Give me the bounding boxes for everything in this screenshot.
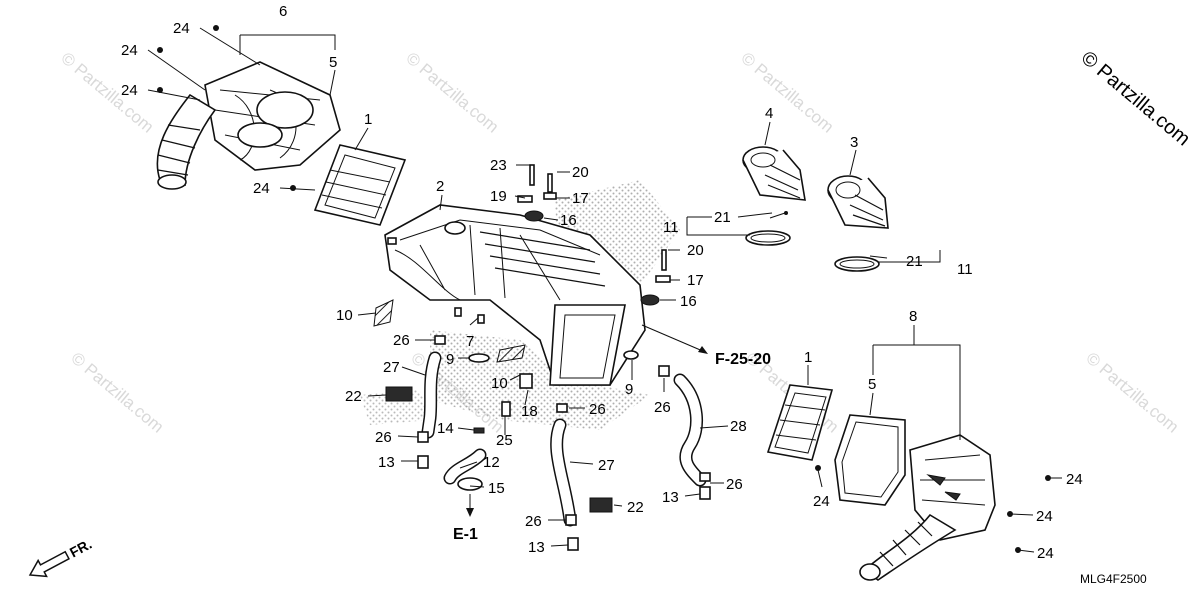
label-26-f: 26 <box>726 476 743 493</box>
label-28: 28 <box>730 418 747 435</box>
label-15: 15 <box>488 480 505 497</box>
small-parts <box>157 25 1051 553</box>
label-27-mid: 27 <box>598 457 615 474</box>
label-10-mid: 10 <box>491 375 508 392</box>
label-26-c: 26 <box>375 429 392 446</box>
watermark-3: © Partzilla.com <box>737 49 837 137</box>
label-5-left: 5 <box>329 54 337 71</box>
watermark-4: © Partzilla.com <box>67 349 167 437</box>
label-9-right: 9 <box>625 381 633 398</box>
label-17-mid: 17 <box>687 272 704 289</box>
label-24-left-1: 24 <box>121 42 138 59</box>
label-20-top: 20 <box>572 164 589 181</box>
right-gasket <box>834 414 906 506</box>
ref-e-1: E-1 <box>453 526 478 543</box>
label-24-right-4: 24 <box>1037 545 1054 562</box>
label-3: 3 <box>850 134 858 151</box>
watermark-2: © Partzilla.com <box>402 49 502 137</box>
label-11-top: 11 <box>663 219 679 236</box>
band-clamps <box>745 211 888 272</box>
label-24-top: 24 <box>173 20 190 37</box>
label-11-right: 11 <box>957 261 973 278</box>
leader-lines <box>147 27 1062 553</box>
main-airbox <box>384 204 646 386</box>
label-16-mid: 16 <box>680 293 697 310</box>
label-25: 25 <box>496 432 513 449</box>
label-8: 8 <box>909 308 917 325</box>
label-1-left: 1 <box>364 111 372 128</box>
label-6: 6 <box>279 3 287 20</box>
label-26-d: 26 <box>525 513 542 530</box>
label-14: 14 <box>437 420 454 437</box>
throttle-boot-4 <box>742 146 806 201</box>
label-26-b: 26 <box>589 401 606 418</box>
label-13-right: 13 <box>662 489 679 506</box>
label-18: 18 <box>521 403 538 420</box>
part-labels: 6 24 24 5 24 1 24 2 23 20 19 17 16 4 3 2… <box>121 3 1083 562</box>
label-24-left-3: 24 <box>253 180 270 197</box>
label-23: 23 <box>490 157 507 174</box>
label-19: 19 <box>490 188 507 205</box>
label-21-right: 21 <box>906 253 923 270</box>
label-10-left: 10 <box>336 307 353 324</box>
label-24-right-2: 24 <box>1066 471 1083 488</box>
label-22-left: 22 <box>345 388 362 405</box>
label-26-a: 26 <box>393 332 410 349</box>
label-20-mid: 20 <box>687 242 704 259</box>
copyright-text: © Partzilla.com <box>1077 47 1194 150</box>
label-24-right-1: 24 <box>813 493 830 510</box>
diagram-code: MLG4F2500 <box>1080 572 1147 586</box>
left-filter-element <box>313 144 407 226</box>
label-16-top: 16 <box>560 212 577 229</box>
watermark-1: © Partzilla.com <box>57 49 157 137</box>
label-4: 4 <box>765 105 773 122</box>
label-22-mid: 22 <box>627 499 644 516</box>
label-26-e: 26 <box>654 399 671 416</box>
label-27-left: 27 <box>383 359 400 376</box>
label-24-left-2: 24 <box>121 82 138 99</box>
front-arrow: FR. <box>28 536 94 578</box>
right-filter-element <box>766 384 834 461</box>
watermark-7: © Partzilla.com <box>1082 349 1182 437</box>
front-label: FR. <box>67 536 94 561</box>
label-7: 7 <box>466 333 474 350</box>
ref-f-25-20: F-25-20 <box>715 351 771 368</box>
label-5-right: 5 <box>868 376 876 393</box>
label-9-left: 9 <box>446 351 454 368</box>
right-air-duct-assembly <box>859 434 996 581</box>
label-2: 2 <box>436 178 444 195</box>
label-24-right-3: 24 <box>1036 508 1053 525</box>
label-13-left: 13 <box>378 454 395 471</box>
label-21-top: 21 <box>714 209 731 226</box>
label-12: 12 <box>483 454 500 471</box>
left-air-duct-assembly <box>156 61 341 190</box>
label-1-right: 1 <box>804 349 812 366</box>
label-17-top: 17 <box>572 190 589 207</box>
label-13-mid: 13 <box>528 539 545 556</box>
throttle-boot-3 <box>827 175 889 229</box>
